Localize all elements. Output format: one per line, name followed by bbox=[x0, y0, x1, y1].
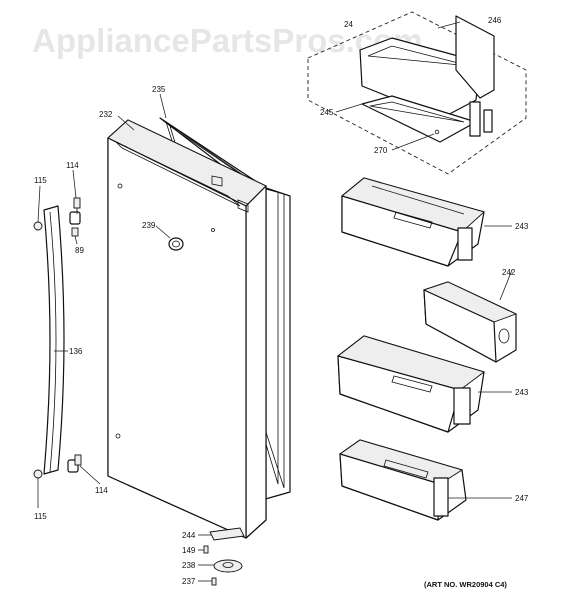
callout-labels: 232 235 239 114 115 89 136 114 115 244 1… bbox=[34, 16, 529, 586]
callout-244: 244 bbox=[182, 531, 196, 540]
dairy-bin-assembly bbox=[359, 15, 495, 143]
end-cap-bottom bbox=[33, 469, 43, 479]
door-plug bbox=[168, 237, 184, 251]
callout-235: 235 bbox=[152, 85, 166, 94]
screw-top bbox=[73, 197, 81, 214]
hinge-bushing bbox=[213, 559, 243, 573]
callout-270: 270 bbox=[374, 146, 388, 155]
art-number: (ART NO. WR20904 C4) bbox=[424, 580, 507, 589]
callout-243-upper: 243 bbox=[515, 222, 529, 231]
callout-149: 149 bbox=[182, 546, 196, 555]
callout-237: 237 bbox=[182, 577, 196, 586]
door-panel bbox=[107, 119, 267, 539]
end-cap-top bbox=[33, 221, 43, 231]
leader-lines bbox=[37, 21, 513, 582]
watermark: AppliancePartsPros.com bbox=[32, 22, 423, 59]
hinge-bracket bbox=[209, 527, 245, 541]
hinge-pin bbox=[211, 577, 217, 586]
callout-239: 239 bbox=[142, 221, 156, 230]
door-handle bbox=[43, 205, 81, 475]
door-bin-lower bbox=[337, 335, 485, 433]
hinge-screw bbox=[203, 545, 209, 554]
callout-232: 232 bbox=[99, 110, 113, 119]
callout-245: 245 bbox=[320, 108, 334, 117]
callout-115-bottom: 115 bbox=[34, 512, 47, 521]
screw-bottom bbox=[74, 454, 82, 466]
callout-246: 246 bbox=[488, 16, 502, 25]
callout-136: 136 bbox=[69, 347, 83, 356]
callout-242: 242 bbox=[502, 268, 516, 277]
callout-243-lower: 243 bbox=[515, 388, 529, 397]
callout-89: 89 bbox=[75, 246, 84, 255]
callout-24x: 24 bbox=[344, 20, 353, 29]
door-bin-bottom bbox=[338, 439, 467, 521]
callout-114-bottom: 114 bbox=[95, 486, 108, 495]
callout-238: 238 bbox=[182, 561, 196, 570]
callout-114-top: 114 bbox=[66, 161, 79, 170]
door-bin-small bbox=[422, 281, 518, 363]
bin-assembly-outline bbox=[307, 11, 527, 175]
screw-mid bbox=[71, 227, 79, 237]
callout-115-top: 115 bbox=[34, 176, 47, 185]
door-bin-upper bbox=[341, 177, 485, 267]
callout-247: 247 bbox=[515, 494, 529, 503]
